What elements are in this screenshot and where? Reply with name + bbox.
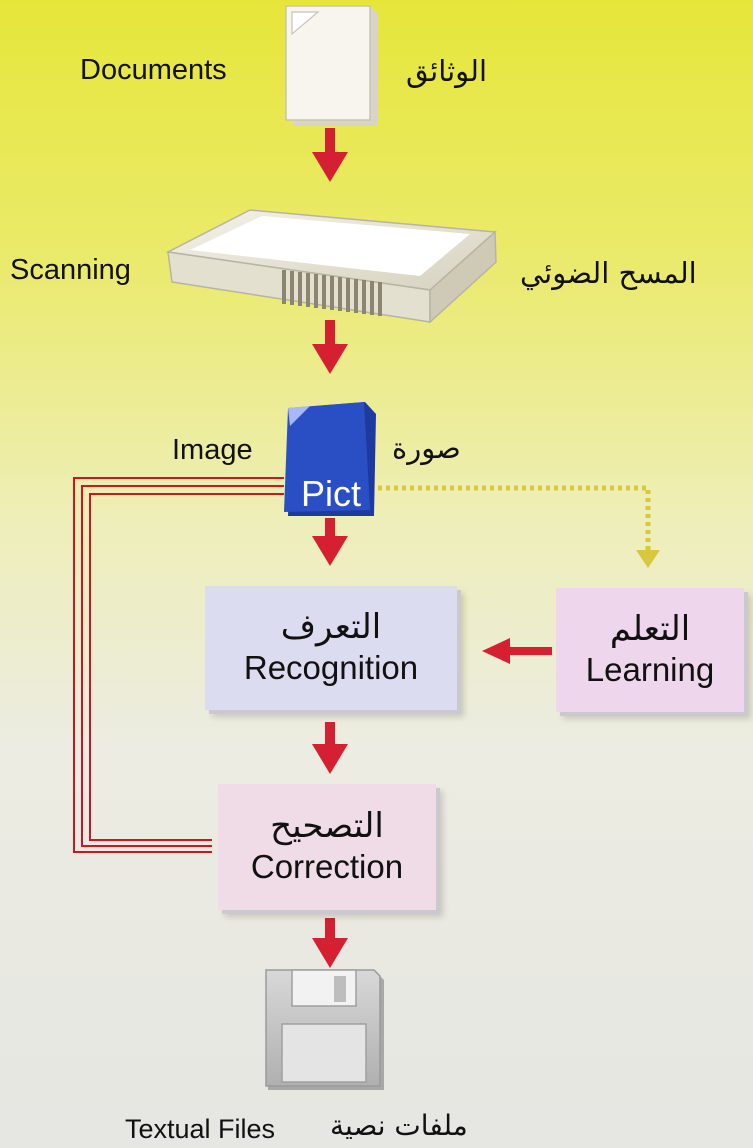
textual-files-label: Textual Files <box>125 1114 276 1144</box>
floppy-disk-icon <box>265 969 384 1090</box>
pict-file-icon: Pict <box>284 402 376 516</box>
textual-files-label-arabic: ملفات نصية <box>330 1109 468 1142</box>
correction-box: التصحيح Correction <box>218 784 436 910</box>
learning-box: التعلم Learning <box>556 588 744 712</box>
arrow-correction-to-output <box>312 918 348 968</box>
arrow-documents-to-scanning <box>312 128 348 182</box>
arrow-image-to-recognition <box>312 518 348 566</box>
pict-text: Pict <box>301 473 361 514</box>
image-label: Image <box>172 434 253 466</box>
scanning-label: Scanning <box>10 254 131 286</box>
arrow-recognition-to-correction <box>312 722 348 774</box>
recognition-label-arabic: التعرف <box>280 606 382 647</box>
learning-label: Learning <box>585 650 715 688</box>
image-label-arabic: صورة <box>392 431 461 465</box>
recognition-label: Recognition <box>243 648 419 686</box>
documents-label-arabic: الوثائق <box>406 54 488 88</box>
document-icon <box>285 5 378 126</box>
documents-label: Documents <box>80 54 227 86</box>
correction-label: Correction <box>250 847 404 885</box>
arrow-learning-to-recognition <box>482 638 552 664</box>
dashed-arrow-image-to-learning <box>378 485 660 568</box>
arrow-scanning-to-image <box>312 320 348 374</box>
correction-label-arabic: التصحيح <box>270 805 384 846</box>
learning-label-arabic: التعلم <box>609 608 691 649</box>
recognition-box: التعرف Recognition <box>205 586 457 710</box>
scanner-icon <box>165 209 497 324</box>
feedback-loop-lines <box>73 477 284 853</box>
scanning-label-arabic: المسح الضوئي <box>520 256 697 290</box>
